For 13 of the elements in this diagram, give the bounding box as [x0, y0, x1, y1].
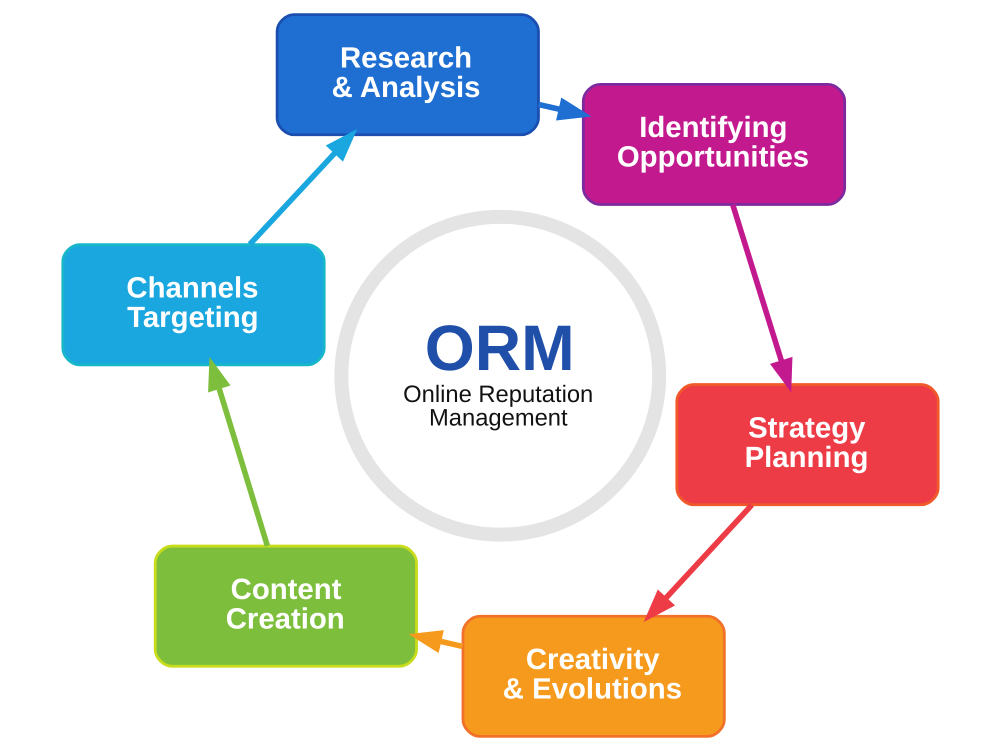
arrow: [408, 630, 463, 653]
arrow: [537, 97, 591, 120]
node-box: Content Creation: [153, 544, 418, 668]
node-box: Creativity & Evolutions: [461, 614, 726, 738]
node-box: Channels Targeting: [60, 242, 326, 366]
arrow: [730, 204, 792, 392]
node-box: Strategy Planning: [674, 382, 940, 506]
arrow: [643, 502, 754, 622]
node-box: Research & Analysis: [275, 12, 540, 136]
node-box: Identifying Opportunities: [581, 82, 846, 206]
arrow: [208, 356, 270, 546]
arrow: [247, 128, 357, 246]
node-circle: ORM Online Reputation Management: [334, 209, 666, 542]
